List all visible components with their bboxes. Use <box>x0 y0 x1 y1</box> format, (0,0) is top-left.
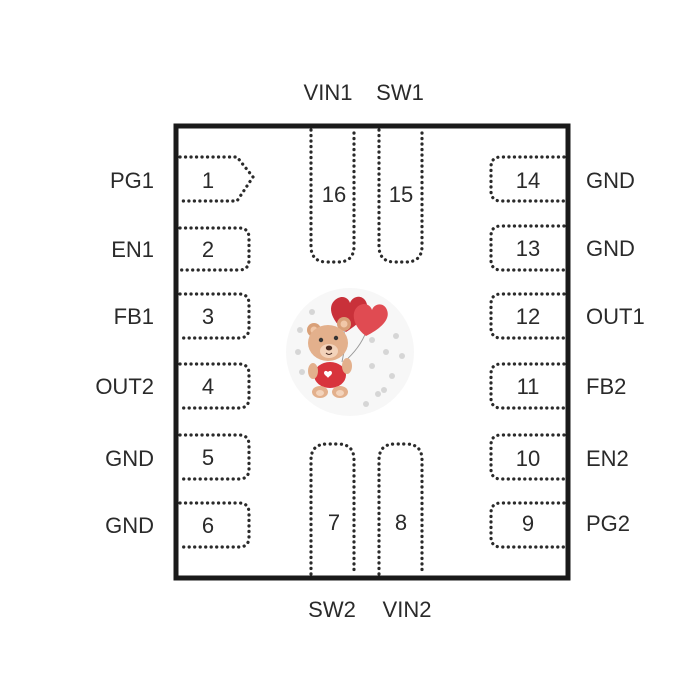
pin-label-7: SW2 <box>308 597 356 622</box>
pin-label-8: VIN2 <box>383 597 432 622</box>
pad-16 <box>309 128 356 264</box>
pin-label-15: SW1 <box>376 80 424 105</box>
pin-label-4: OUT2 <box>95 374 154 399</box>
pin-number-12: 12 <box>516 304 540 329</box>
pin-number-13: 13 <box>516 236 540 261</box>
pad-13 <box>489 224 566 272</box>
pin-label-16: VIN1 <box>304 80 353 105</box>
pad-1 <box>178 155 255 203</box>
pin-label-3: FB1 <box>114 304 154 329</box>
pin-number-9: 9 <box>522 511 534 536</box>
pin-number-4: 4 <box>202 374 214 399</box>
pin-label-13: GND <box>586 236 635 261</box>
pad-8 <box>377 442 424 576</box>
pad-6 <box>178 501 251 549</box>
pad-10 <box>489 433 566 481</box>
pin-label-12: OUT1 <box>586 304 645 329</box>
pin-number-15: 15 <box>389 182 413 207</box>
pad-5 <box>178 433 251 481</box>
pin-label-2: EN1 <box>111 237 154 262</box>
pad-12 <box>489 292 566 340</box>
pin-number-16: 16 <box>322 182 346 207</box>
pin-number-7: 7 <box>328 510 340 535</box>
pin-label-11: FB2 <box>586 374 626 399</box>
teddy-bear-with-heart-balloons-icon <box>286 288 414 416</box>
pin-label-14: GND <box>586 168 635 193</box>
pin-number-3: 3 <box>202 304 214 329</box>
pin-number-1: 1 <box>202 168 214 193</box>
pin-label-9: PG2 <box>586 511 630 536</box>
pin-label-10: EN2 <box>586 446 629 471</box>
pad-11 <box>489 362 566 410</box>
pad-9 <box>489 501 566 549</box>
pad-14 <box>489 155 566 203</box>
pin-label-5: GND <box>105 446 154 471</box>
pin-number-6: 6 <box>202 513 214 538</box>
package-outline <box>173 123 571 581</box>
pad-7 <box>309 442 356 576</box>
pad-2 <box>178 226 251 272</box>
pin-label-1: PG1 <box>110 168 154 193</box>
pad-15 <box>377 128 424 264</box>
pin-number-8: 8 <box>395 510 407 535</box>
pad-4 <box>178 362 251 410</box>
pin-number-5: 5 <box>202 445 214 470</box>
pin-number-11: 11 <box>517 374 540 399</box>
pad-3 <box>178 292 251 340</box>
pin-number-2: 2 <box>202 237 214 262</box>
pin-number-10: 10 <box>516 446 540 471</box>
pin-label-6: GND <box>105 513 154 538</box>
pin-number-14: 14 <box>516 168 540 193</box>
